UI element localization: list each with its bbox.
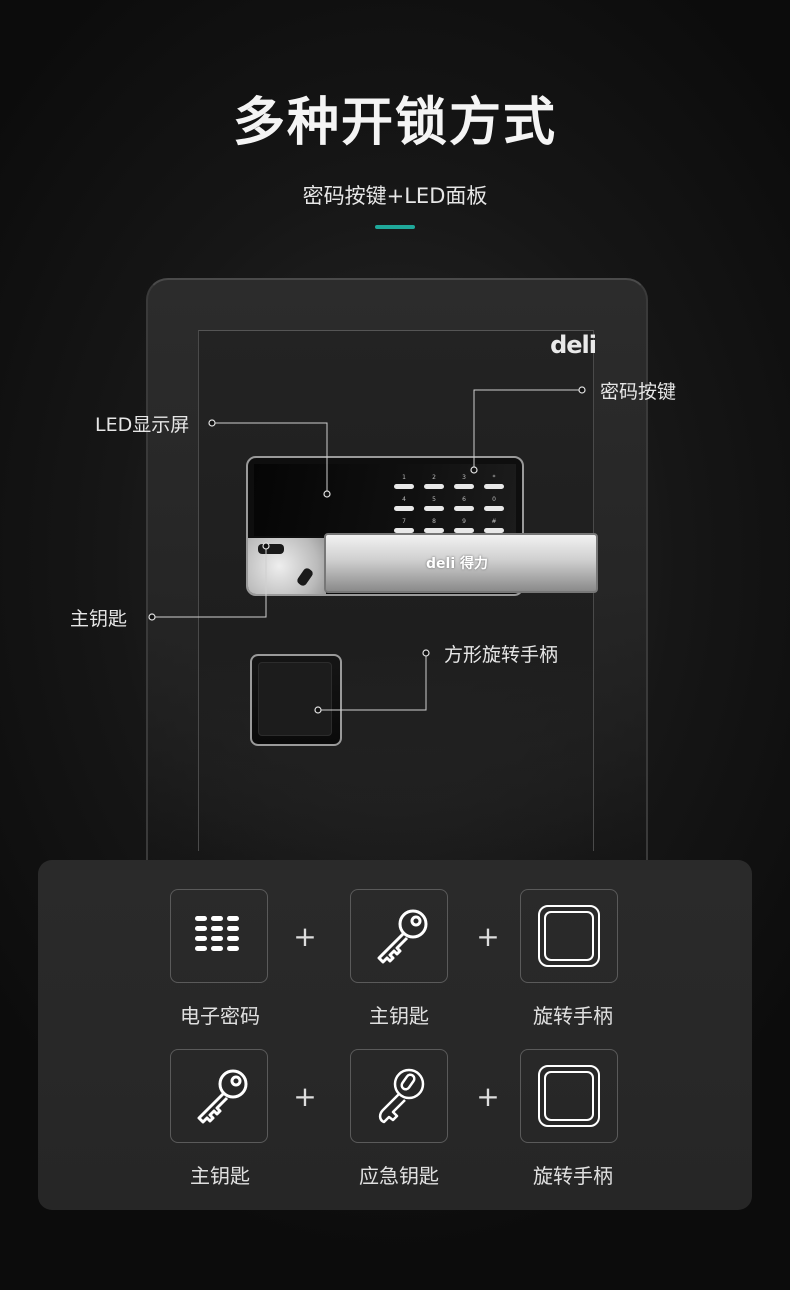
plus-sign: + bbox=[476, 1080, 500, 1113]
keypad-key-number: 9 bbox=[462, 518, 466, 525]
keypad-key bbox=[454, 484, 474, 489]
keypad-icon bbox=[170, 889, 268, 983]
plus-sign: + bbox=[293, 1080, 317, 1113]
emergency-key-icon bbox=[350, 1049, 448, 1143]
combo-label: 主钥匙 bbox=[190, 1164, 250, 1188]
square-rotary-handle bbox=[250, 654, 342, 746]
key-icon bbox=[170, 1049, 268, 1143]
brand-logo: deli bbox=[550, 331, 597, 359]
main-keyhole-area bbox=[248, 538, 326, 594]
keypad-key-number: * bbox=[492, 474, 496, 481]
callout-main-key: 主钥匙 bbox=[70, 608, 128, 630]
keypad-key bbox=[394, 528, 414, 533]
plus-sign: + bbox=[476, 920, 500, 953]
combo-label: 应急钥匙 bbox=[359, 1164, 439, 1188]
keypad-key bbox=[484, 484, 504, 489]
keypad-key bbox=[454, 528, 474, 533]
keypad-key bbox=[394, 484, 414, 489]
keypad-key-number: 0 bbox=[492, 496, 496, 503]
lever-handle: deli 得力 bbox=[324, 533, 598, 593]
combo-label: 旋转手柄 bbox=[533, 1164, 613, 1188]
combo-label: 主钥匙 bbox=[369, 1004, 429, 1028]
keypad-key-number: # bbox=[491, 518, 497, 525]
keypad-key bbox=[484, 528, 504, 533]
combo-label: 旋转手柄 bbox=[533, 1004, 613, 1028]
led-screen: 1 2 3 * 4 5 6 0 7 8 9 # bbox=[254, 464, 516, 536]
keyhole-icon bbox=[258, 544, 284, 554]
keypad-key-number: 2 bbox=[432, 474, 436, 481]
keypad-key-number: 8 bbox=[432, 518, 436, 525]
square-handle-icon bbox=[520, 1049, 618, 1143]
key-icon bbox=[350, 889, 448, 983]
callout-handle: 方形旋转手柄 bbox=[444, 644, 559, 666]
page-title: 多种开锁方式 bbox=[232, 93, 557, 153]
square-handle-inner bbox=[258, 662, 332, 736]
keypad-key bbox=[424, 506, 444, 511]
page-subtitle: 密码按键+LED面板 bbox=[302, 184, 488, 208]
handle-brand-logo: deli 得力 bbox=[426, 556, 488, 572]
keypad-key bbox=[424, 484, 444, 489]
keypad-key-number: 3 bbox=[462, 474, 466, 481]
keypad: 1 2 3 * 4 5 6 0 7 8 9 # bbox=[394, 474, 514, 536]
keypad-key bbox=[484, 506, 504, 511]
keypad-key bbox=[394, 506, 414, 511]
emergency-keyhole-icon bbox=[295, 566, 315, 588]
callout-keypad: 密码按键 bbox=[600, 381, 677, 403]
accent-bar bbox=[375, 225, 415, 229]
keypad-key bbox=[424, 528, 444, 533]
keypad-key bbox=[454, 506, 474, 511]
keypad-key-number: 7 bbox=[402, 518, 406, 525]
plus-sign: + bbox=[293, 920, 317, 953]
unlock-combinations-panel bbox=[38, 860, 752, 1210]
square-handle-icon bbox=[520, 889, 618, 983]
keypad-key-number: 6 bbox=[462, 496, 466, 503]
keypad-key-number: 5 bbox=[432, 496, 436, 503]
callout-led: LED显示屏 bbox=[95, 414, 190, 436]
keypad-key-number: 1 bbox=[402, 474, 406, 481]
keypad-key-number: 4 bbox=[402, 496, 406, 503]
combo-label: 电子密码 bbox=[180, 1004, 260, 1028]
